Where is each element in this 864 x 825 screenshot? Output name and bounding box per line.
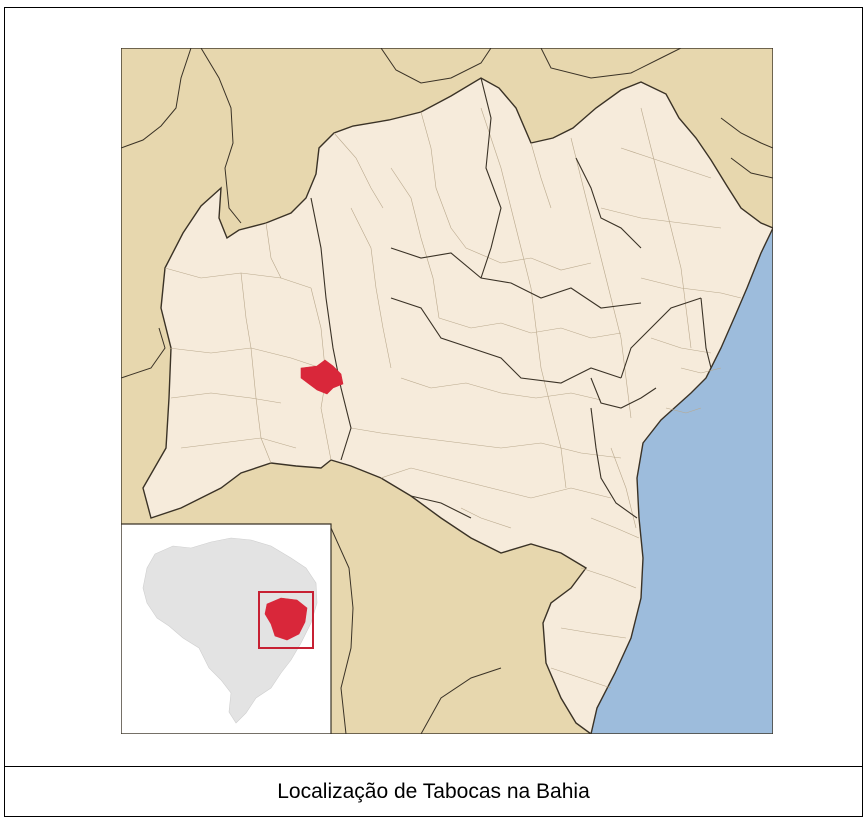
- ocean: [591, 228, 773, 734]
- locator-map: [121, 48, 773, 734]
- brazil-silhouette: [142, 537, 318, 724]
- bahia-inset-box: [258, 591, 314, 649]
- tabocas-municipality: [300, 359, 344, 395]
- bahia-inset-fill: [264, 597, 308, 641]
- map-caption: Localização de Tabocas na Bahia: [277, 780, 590, 803]
- bahia-state: [142, 77, 773, 734]
- municipal-boundaries: [164, 107, 742, 689]
- inset-map: [121, 523, 332, 734]
- caption-divider: [5, 766, 862, 767]
- neighbor-state-borders: [121, 48, 773, 734]
- mesoregion-borders: [310, 77, 712, 519]
- figure-frame: Localização de Tabocas na Bahia: [4, 7, 863, 817]
- map-svg: [121, 48, 773, 734]
